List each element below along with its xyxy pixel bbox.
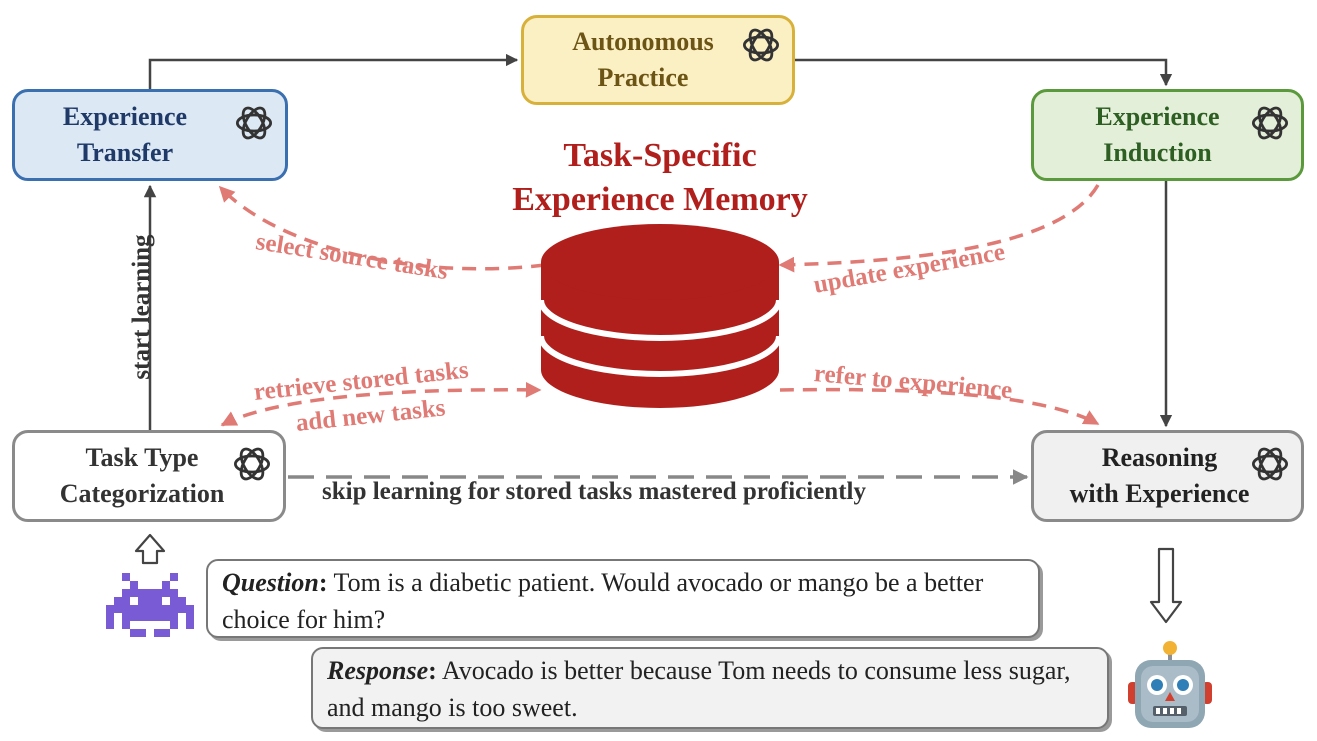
response-bubble: Response: Avocado is better because Tom … [311,647,1109,729]
node-label: Experience Induction [1095,102,1220,167]
response-text: Avocado is better because Tom needs to c… [327,656,1071,722]
edge-label-start-learning: start learning [128,234,155,380]
question-text: Tom is a diabetic patient. Would avocado… [222,568,984,634]
node-experience-induction: Experience Induction [1031,89,1304,181]
question-colon: : [318,568,328,597]
response-prefix: Response [327,656,429,685]
arrow-transfer-to-practice [148,53,519,89]
question-bubble: Question: Tom is a diabetic patient. Wou… [206,559,1040,638]
openai-logo-icon [233,447,271,481]
arrow-select-source-tasks [218,185,546,271]
node-experience-transfer: Experience Transfer [12,89,288,181]
arrow-update-experience [778,184,1100,273]
openai-logo-icon [1251,106,1289,140]
arrow-question-up [134,533,166,565]
node-task-type-categorization: Task Type Categorization [12,430,286,522]
memory-title-line2: Experience Memory [512,181,808,218]
space-invader-icon [106,573,194,637]
node-label: Experience Transfer [62,102,188,167]
question-prefix: Question [222,568,319,597]
node-reasoning-with-experience: Reasoning with Experience [1031,430,1304,522]
edge-label-skip-learning: skip learning for stored tasks mastered … [322,478,866,505]
response-colon: : [428,656,437,685]
arrow-refer-to-experience [779,387,1100,426]
node-label: Task Type Categorization [59,443,225,508]
openai-logo-icon [1251,447,1289,481]
openai-logo-icon [742,28,780,62]
node-label: Autonomous Practice [572,27,714,92]
node-label: Reasoning with Experience [1069,443,1250,508]
openai-logo-icon [235,106,273,140]
arrow-reasoning-down [1149,547,1183,624]
robot-icon [1128,641,1212,728]
memory-title-line1: Task-Specific [563,137,757,174]
arrow-practice-to-induction [795,58,1173,87]
arrow-retrieve-add-tasks [220,381,542,427]
node-autonomous-practice: Autonomous Practice [521,15,795,105]
